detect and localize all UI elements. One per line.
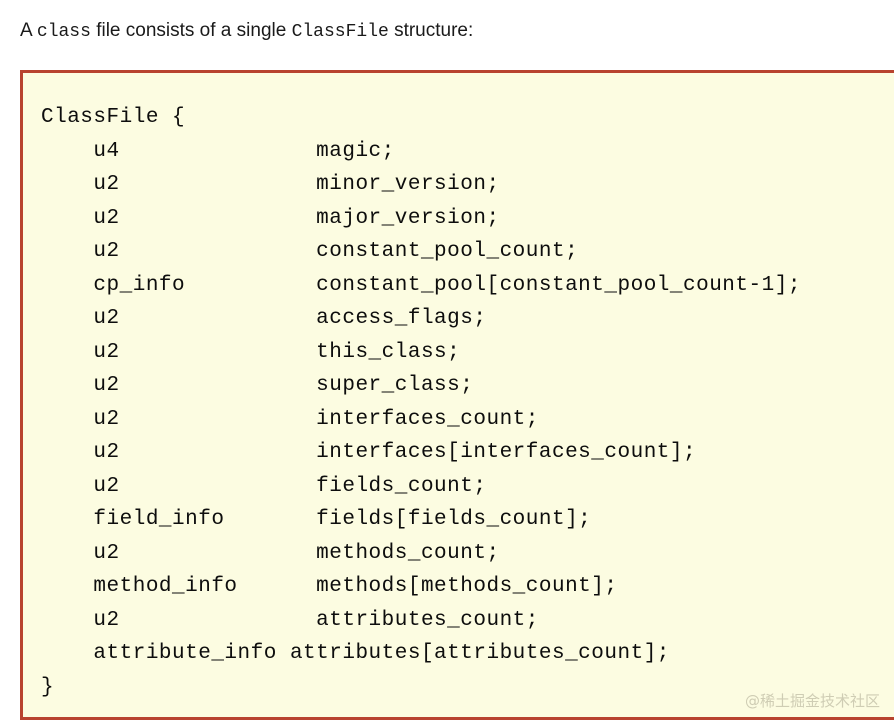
watermark: @稀土掘金技术社区	[744, 692, 880, 710]
intro-text-part-2: file consists of a single	[90, 20, 292, 41]
intro-inline-code-classfile: ClassFile	[291, 22, 389, 42]
intro-sentence: A class file consists of a single ClassF…	[20, 18, 473, 45]
code-block: ClassFile { u4 magic; u2 minor_version; …	[20, 70, 894, 720]
classfile-structure-code: ClassFile { u4 magic; u2 minor_version; …	[41, 106, 801, 699]
intro-inline-code-class: class	[36, 22, 91, 42]
intro-text-part-1: A	[20, 20, 37, 41]
intro-text-part-3: structure:	[388, 20, 474, 41]
